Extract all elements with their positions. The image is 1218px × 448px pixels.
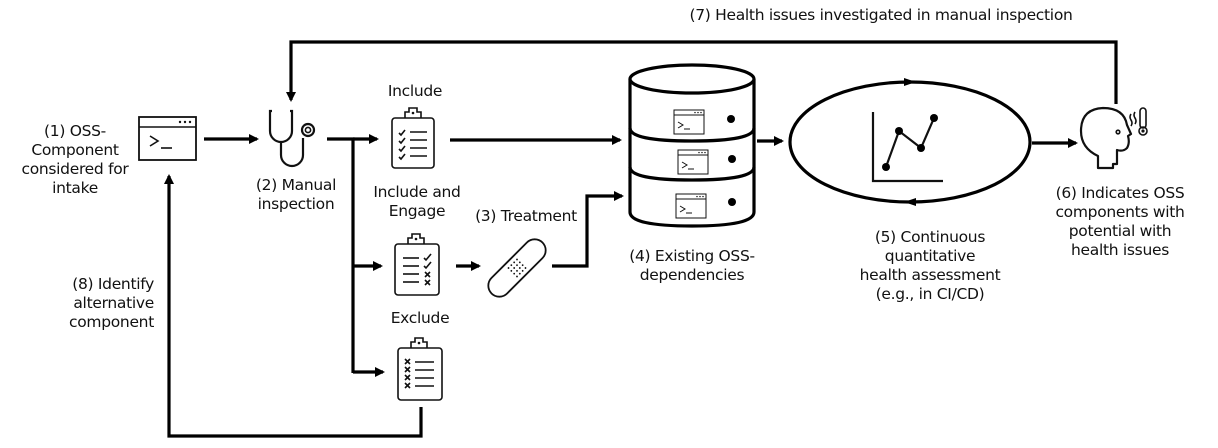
label-exclude: Exclude (375, 309, 465, 328)
label-include-engage: Include and Engage (362, 183, 472, 221)
label-line: (4) Existing OSS- (629, 247, 755, 265)
clipboard-checks-and-crosses-icon (394, 233, 440, 296)
label-line: alternative (73, 294, 154, 312)
label-inspection: (2) Manual inspection (243, 176, 349, 214)
edge-inspection-trunk (327, 137, 355, 373)
label-line: dependencies (639, 266, 745, 284)
label-intake: (1) OSS- Component considered for intake (12, 122, 138, 198)
label-line: (5) Continuous (874, 228, 986, 246)
label-assessment: (5) Continuous quantitative health asses… (845, 228, 1015, 304)
label-line: (3) Treatment (475, 207, 577, 225)
label-line: health assessment (859, 266, 1001, 284)
label-line: Exclude (390, 309, 450, 327)
label-line: Include and (373, 183, 461, 201)
bandage-icon (487, 238, 547, 298)
label-line: Component (31, 141, 119, 159)
clipboard-all-crosses-icon (397, 337, 443, 401)
label-line: (7) Health issues investigated in manual… (689, 6, 1073, 24)
clipboard-all-checks-icon (391, 107, 435, 169)
label-line: health issues (1071, 241, 1169, 259)
label-line: potential with (1068, 222, 1172, 240)
edge-treatment-to-dependencies (552, 191, 624, 268)
edge-exclude-to-intake (164, 174, 423, 438)
label-line: (1) OSS- (44, 122, 106, 140)
label-indicates: (6) Indicates OSS components with potent… (1045, 184, 1195, 260)
sick-head-thermometer-icon (1079, 106, 1148, 170)
label-line: considered for (21, 160, 129, 178)
label-line: (8) Identify (72, 275, 154, 293)
label-investigated: (7) Health issues investigated in manual… (681, 6, 1081, 25)
line-chart-cycle-icon (788, 78, 1032, 206)
label-line: intake (52, 179, 98, 197)
label-line: (6) Indicates OSS (1055, 184, 1185, 202)
label-alternative: (8) Identify alternative component (50, 275, 154, 332)
label-dependencies: (4) Existing OSS- dependencies (610, 247, 774, 285)
label-line: Include (387, 82, 443, 100)
label-treatment: (3) Treatment (466, 207, 586, 226)
label-include: Include (370, 82, 460, 101)
label-line: (2) Manual (255, 176, 337, 194)
edge-indicates-to-inspection (286, 40, 1118, 104)
label-line: inspection (257, 195, 335, 213)
stethoscope-icon (268, 109, 316, 168)
label-line: (e.g., in CI/CD) (875, 285, 985, 303)
label-line: component (69, 313, 154, 331)
database-icon (628, 63, 756, 228)
label-line: quantitative (884, 247, 976, 265)
label-line: Engage (388, 202, 446, 220)
terminal-window-icon (138, 116, 197, 161)
label-line: components with (1055, 203, 1185, 221)
